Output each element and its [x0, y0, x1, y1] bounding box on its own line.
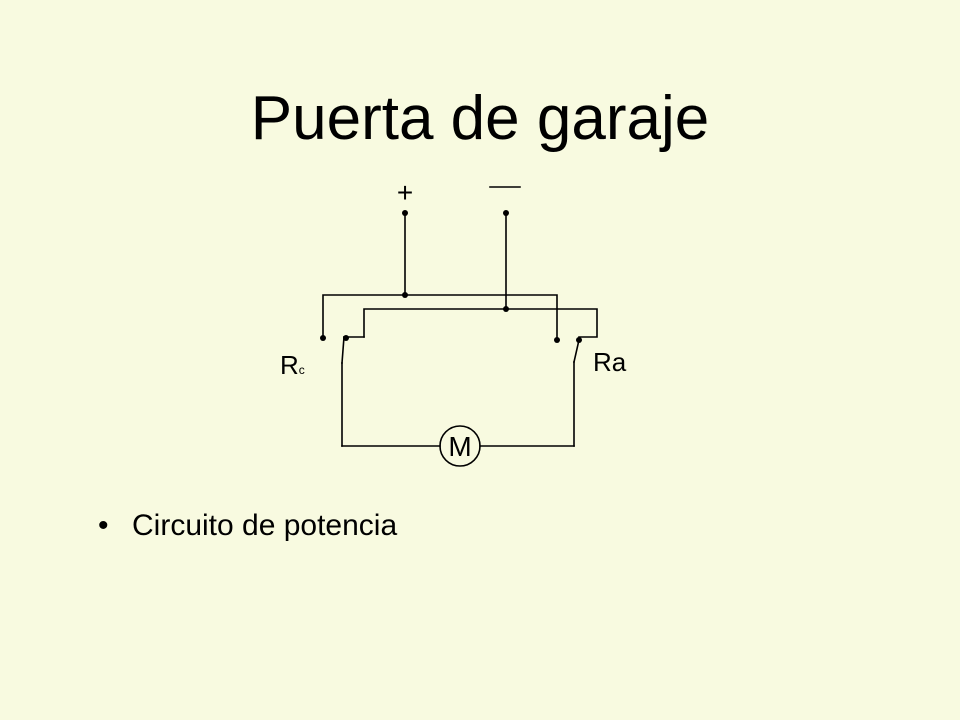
positive-bus: [322, 294, 558, 341]
relay-close-sub: c: [299, 363, 305, 377]
motor-symbol: [439, 425, 481, 467]
junction-dot: [402, 292, 408, 298]
relay-close-label: Rc: [280, 350, 305, 380]
terminal-dot-negative: [503, 210, 509, 216]
contact-dot: [320, 335, 326, 341]
bullet-marker: •: [98, 509, 109, 542]
positive-terminal-label: +: [397, 177, 413, 208]
slide-title: Puerta de garaje: [250, 84, 710, 153]
ra-blade: [573, 339, 580, 363]
terminal-dot-positive: [402, 210, 408, 216]
rc-blade: [341, 336, 345, 364]
relay-open-label: Ra: [593, 347, 627, 377]
contact-dot: [343, 335, 349, 341]
contact-dot: [576, 337, 582, 343]
bullet-text: Circuito de potencia: [132, 509, 398, 542]
negative-bus: [363, 308, 598, 338]
junction-dots: [320, 210, 582, 343]
bullet-item: • Circuito de potencia: [98, 508, 397, 544]
contact-dot: [554, 337, 560, 343]
motor-label: M: [448, 431, 471, 462]
junction-dot: [503, 306, 509, 312]
relay-close-main: R: [280, 350, 299, 380]
